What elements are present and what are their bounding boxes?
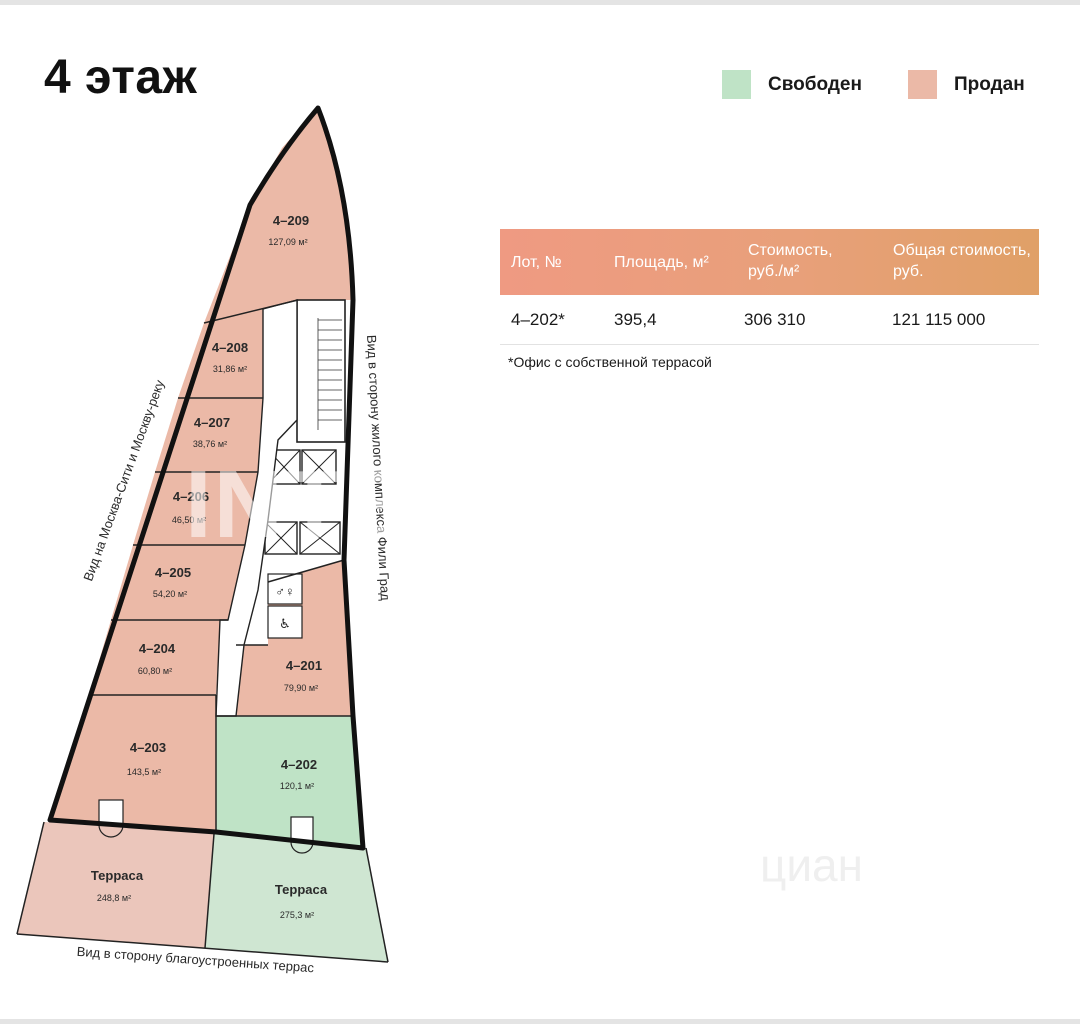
terrace-label: Терраса: [275, 882, 328, 897]
cell-lot: 4–202*: [511, 310, 565, 329]
unit-area: 127,09 м²: [268, 237, 307, 247]
unit-area: 120,1 м²: [280, 781, 314, 791]
cell-price-per-m2: 306 310: [744, 310, 806, 329]
legend-sold-swatch: [908, 70, 937, 99]
floor-title: 4 этаж: [44, 51, 198, 104]
header-lot: Лот, №: [511, 254, 562, 271]
partitions: [16, 299, 389, 963]
terrace-right[interactable]: [205, 834, 388, 962]
legend-free: Свободен: [722, 70, 862, 99]
unit-label: 4–204: [139, 641, 176, 656]
unit-4-203[interactable]: [50, 695, 216, 832]
unit-4-208[interactable]: [178, 309, 263, 398]
unit-area: 31,86 м²: [213, 364, 247, 374]
building-outline: [47, 105, 366, 851]
unit-4-209[interactable]: [204, 108, 353, 323]
unit-area: 38,76 м²: [193, 439, 227, 449]
unit-label: 4–209: [273, 213, 309, 228]
unit-label: 4–208: [212, 340, 248, 355]
unit-area: 143,5 м²: [127, 767, 161, 777]
unit-area: 79,90 м²: [284, 683, 318, 693]
terrace-left[interactable]: [17, 822, 214, 948]
unit-label: 4–202: [281, 757, 317, 772]
unit-area: 60,80 м²: [138, 666, 172, 676]
unit-label: 4–207: [194, 415, 230, 430]
terrace-area: 275,3 м²: [280, 910, 314, 920]
terrace-doors: [98, 799, 314, 854]
restroom-icon: ♿: [279, 616, 291, 631]
unit-4-207[interactable]: [155, 398, 263, 472]
table-footnote: *Офис с собственной террасой: [508, 354, 712, 370]
view-label-right: Вид в сторону жилого комплекса Фили Град: [364, 334, 393, 601]
unit-4-204[interactable]: [89, 620, 220, 695]
legend-sold: Продан: [908, 70, 1025, 99]
unit-label: 4–201: [286, 658, 322, 673]
price-table-header: Лот, № Площадь, м² Стоимость, руб./м² Об…: [500, 229, 1039, 295]
header-area: Площадь, м²: [614, 254, 709, 271]
unit-area: 54,20 м²: [153, 589, 187, 599]
terrace-label: Терраса: [91, 868, 144, 883]
building-core: ♂♀ ♿: [215, 299, 346, 717]
header-total: Общая стоимость, руб.: [893, 242, 1031, 280]
unit-4-206[interactable]: [133, 472, 258, 545]
unit-label: 4–205: [155, 565, 191, 580]
unit-4-202[interactable]: [216, 716, 363, 848]
top-edge-strip: [0, 0, 1080, 5]
cell-area: 395,4: [614, 310, 657, 329]
restroom-icon: ♂♀: [275, 584, 295, 599]
unit-label: 4–203: [130, 740, 166, 755]
table-row[interactable]: 4–202* 395,4 306 310 121 115 000: [500, 296, 1039, 345]
unit-4-205[interactable]: [111, 545, 245, 620]
bottom-edge-strip: [0, 1019, 1080, 1024]
terrace-area: 248,8 м²: [97, 893, 131, 903]
header-price-per-m2: Стоимость, руб./м²: [748, 242, 833, 280]
legend-free-swatch: [722, 70, 751, 99]
unit-area: 46,50 м²: [172, 515, 206, 525]
cian-watermark: циан: [760, 839, 864, 891]
legend-free-label: Свободен: [768, 73, 862, 95]
cell-total: 121 115 000: [892, 310, 986, 329]
legend-sold-label: Продан: [954, 73, 1025, 95]
unit-label: 4–206: [173, 489, 209, 504]
